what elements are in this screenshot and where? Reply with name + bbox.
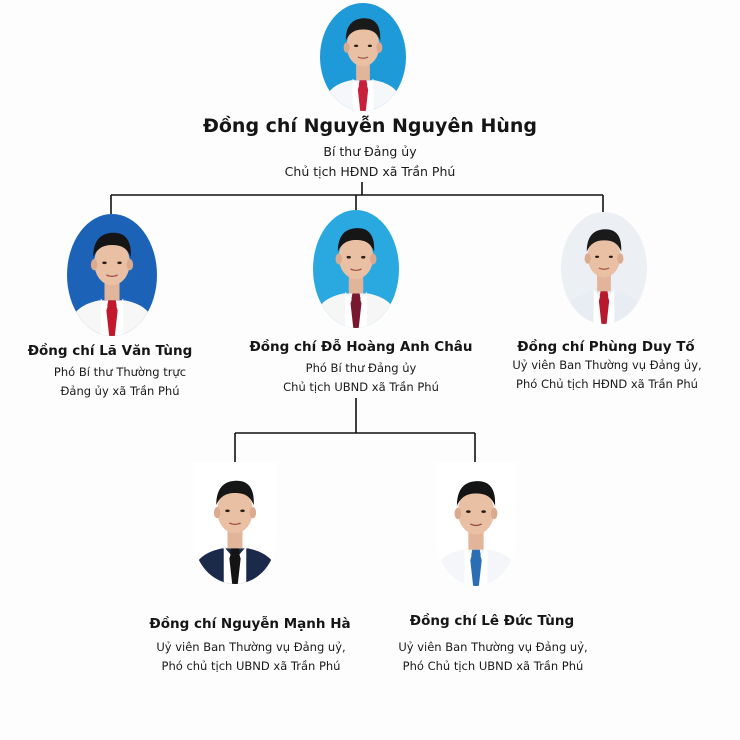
deputy-2-roles: Phó Bí thư Đảng ủy Chủ tịch UBND xã Trần… (256, 359, 466, 397)
portrait-hair (345, 18, 381, 41)
portrait-eye-right (481, 510, 486, 513)
portrait-mouth (598, 267, 610, 270)
member-1-roles: Uỷ viên Ban Thường vụ Đảng uỷ, Phó chủ t… (136, 638, 366, 676)
member-1-role-2: Phó chủ tịch UBND xã Trần Phú (161, 659, 341, 673)
portrait-eye-left (346, 255, 351, 259)
deputy-3-role-2: Phó Chủ tịch HĐND xã Trần Phú (516, 377, 698, 391)
leader-roles: Bí thư Đảng ủy Chủ tịch HĐND xã Trần Phú (220, 142, 520, 182)
portrait-tie (229, 552, 241, 584)
member-1-portrait (193, 462, 277, 584)
portrait-hair (337, 228, 375, 252)
deputy-1-portrait (67, 214, 157, 336)
portrait-tie-knot (230, 548, 240, 554)
portrait-eye-left (354, 44, 359, 48)
portrait-ear-left (454, 507, 462, 520)
portrait-ear-right (126, 259, 134, 271)
member-2-roles: Uỷ viên Ban Thường vụ Đảng uỷ, Phó Chủ t… (378, 638, 608, 676)
deputy-3-role-1: Uỷ viên Ban Thường vụ Đảng ủy, (512, 358, 702, 372)
portrait-tie (106, 304, 118, 336)
portrait-face (217, 488, 253, 534)
portrait-neck (356, 63, 370, 81)
deputy-3-name: Đồng chí Phùng Duy Tố (517, 339, 695, 355)
leader-portrait (320, 3, 406, 111)
portrait-tie-knot (358, 80, 368, 86)
leader-name: Đồng chí Nguyễn Nguyên Hùng (202, 115, 538, 137)
portrait-ear-left (584, 253, 591, 264)
portrait-tie-knot (107, 300, 117, 306)
portrait-mouth (350, 268, 362, 271)
member-2-portrait (436, 462, 516, 586)
deputy-2-portrait (313, 210, 399, 328)
portrait-neck (104, 281, 120, 301)
portrait-mouth (357, 56, 369, 59)
portrait-tie (350, 297, 362, 328)
portrait-face (94, 240, 130, 286)
portrait-hair (586, 229, 622, 252)
portrait-eye-left (102, 261, 107, 265)
portrait-eye-right (608, 255, 613, 259)
portrait-face (457, 488, 495, 535)
deputy-1-role-2: Đảng ủy xã Trần Phú (60, 384, 180, 398)
portrait-ear-right (376, 42, 383, 53)
member-1-role-1: Uỷ viên Ban Thường vụ Đảng uỷ, (156, 640, 346, 654)
portrait-ear-right (617, 253, 624, 264)
portrait-mouth (229, 522, 241, 526)
portrait-ear-right (370, 253, 377, 265)
portrait-tie-knot (599, 291, 609, 297)
portrait-ear-right (249, 507, 257, 519)
deputy-3-portrait (561, 212, 647, 324)
deputy-2-role-1: Phó Bí thư Đảng ủy (305, 361, 417, 375)
member-2-name: Đồng chí Lê Đức Tùng (409, 613, 575, 629)
portrait-hair (216, 480, 254, 506)
portrait-neck (348, 275, 364, 294)
portrait-face (587, 236, 621, 278)
portrait-eye-right (367, 44, 372, 48)
portrait-tie (470, 553, 482, 586)
portrait-hair (456, 481, 496, 506)
deputy-1-name: Đồng chí Lã Văn Tùng (27, 343, 193, 359)
portrait-tie (357, 83, 369, 111)
portrait-ear-right (490, 507, 498, 520)
portrait-mouth (469, 523, 483, 527)
leader-role-2: Chủ tịch HĐND xã Trần Phú (284, 164, 456, 179)
portrait-ear-left (343, 42, 350, 53)
portrait-eye-left (225, 509, 230, 513)
deputy-1-roles: Phó Bí thư Thường trực Đảng ủy xã Trần P… (10, 363, 230, 401)
portrait-ear-left (213, 507, 221, 519)
deputy-3-roles: Uỷ viên Ban Thường vụ Đảng ủy, Phó Chủ t… (484, 356, 730, 394)
portrait-mouth (106, 274, 118, 278)
portrait-tie (598, 294, 610, 324)
portrait-eye-right (240, 509, 245, 513)
portrait-ear-left (90, 259, 98, 271)
portrait-hair (93, 232, 131, 258)
member-2-role-2: Phó Chủ tịch UBND xã Trần Phú (402, 659, 584, 673)
portrait-face (346, 25, 380, 67)
portrait-eye-right (117, 261, 122, 265)
portrait-tie-knot (471, 549, 481, 556)
portrait-neck (597, 274, 611, 292)
deputy-2-name: Đồng chí Đỗ Hoàng Anh Châu (249, 339, 473, 355)
portrait-ear-left (335, 253, 342, 265)
leader-role-1: Bí thư Đảng ủy (323, 144, 417, 159)
member-2-role-1: Uỷ viên Ban Thường vụ Đảng uỷ, (398, 640, 588, 654)
portrait-eye-left (466, 510, 471, 513)
portrait-eye-left (595, 255, 600, 259)
deputy-2-role-2: Chủ tịch UBND xã Trần Phú (283, 380, 439, 394)
portrait-neck (468, 530, 484, 550)
portrait-eye-right (361, 255, 366, 259)
deputy-1-role-1: Phó Bí thư Thường trực (53, 365, 187, 379)
member-1-name: Đồng chí Nguyễn Mạnh Hà (149, 616, 351, 632)
portrait-face (338, 235, 374, 279)
portrait-tie-knot (351, 293, 361, 299)
portrait-neck (227, 529, 243, 549)
